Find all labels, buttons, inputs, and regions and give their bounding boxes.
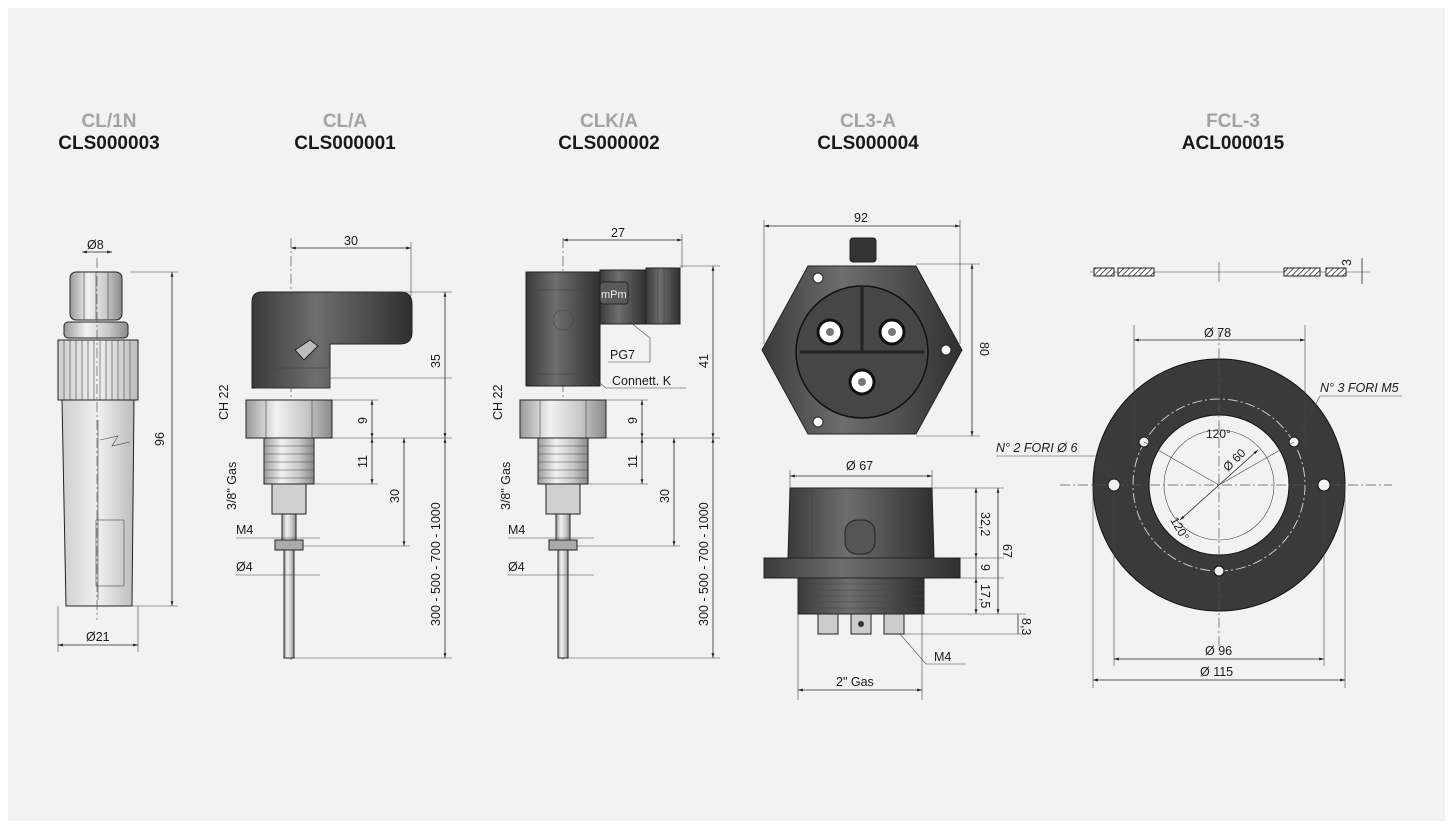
dim-label: M4 xyxy=(508,523,525,537)
dim-label: 67 xyxy=(1000,544,1014,558)
model-name: CL/1N xyxy=(81,111,137,132)
model-name: FCL-3 xyxy=(1206,111,1260,132)
dim-label: 11 xyxy=(626,455,640,468)
dim-label: 9 xyxy=(978,564,992,571)
dim-label: 17,5 xyxy=(978,584,992,608)
product-code: CLS000003 xyxy=(58,133,160,154)
dim-label: M4 xyxy=(236,523,253,537)
dim-label: 27 xyxy=(611,226,625,240)
dim-label: 3 xyxy=(1340,259,1354,266)
connector-label: PG7 xyxy=(610,348,635,362)
drawing-fcl3: 3 Ø 78 N° 3 FORI M5 N° 2 FORI Ø 6 120° Ø… xyxy=(996,258,1402,688)
dim-label: Ø 96 xyxy=(1205,644,1232,658)
dim-label: 30 xyxy=(344,234,358,248)
dim-label: Ø21 xyxy=(86,630,110,644)
drawing-cl3a-top: 92 80 xyxy=(761,211,991,437)
drawing-cl1n: Ø8 96 Ø21 xyxy=(57,238,178,652)
dim-label: 8,3 xyxy=(1019,618,1033,635)
product-code: ACL000015 xyxy=(1181,133,1285,154)
hex-label: CH 22 xyxy=(491,385,505,420)
dim-label: 92 xyxy=(854,211,868,225)
model-name: CL/A xyxy=(322,111,368,132)
product-header-cla: CL/A CLS000001 xyxy=(245,111,445,155)
dim-label: 300 - 500 - 700 - 1000 xyxy=(697,502,711,626)
dim-label: 9 xyxy=(626,417,640,424)
model-name: CL3-A xyxy=(840,111,896,132)
dim-label: 32,2 xyxy=(978,512,992,536)
angle-label: 120° xyxy=(1206,427,1231,441)
dim-label: 11 xyxy=(356,455,370,468)
dim-label: Ø 67 xyxy=(846,459,873,473)
dim-label: Ø8 xyxy=(87,238,104,252)
product-header-fcl3: FCL-3 ACL000015 xyxy=(1133,111,1333,155)
dim-label: 30 xyxy=(388,489,402,503)
product-header-cl3a: CL3-A CLS000004 xyxy=(768,111,968,155)
product-header-cl1n: CL/1N CLS000003 xyxy=(9,111,209,155)
model-name: CLK/A xyxy=(579,111,639,132)
dim-label: 96 xyxy=(153,432,167,446)
drawing-clka: mPm 27 41 PG7 Connett. K CH 22 9 11 3/8"… xyxy=(491,226,720,660)
dim-label: 80 xyxy=(977,342,991,356)
connector-logo: mPm xyxy=(601,289,627,301)
dim-label: Ø 115 xyxy=(1200,665,1233,679)
connector-label: Connett. K xyxy=(612,374,672,388)
holes-label: N° 3 FORI M5 xyxy=(1320,381,1399,395)
product-header-clka: CLK/A CLS000002 xyxy=(509,111,709,155)
dim-label: Ø4 xyxy=(236,560,253,574)
thread-label: 2" Gas xyxy=(836,675,874,689)
drawing-cla: 30 35 CH 22 9 11 3/8" Gas 30 300 - 500 -… xyxy=(217,234,452,660)
dim-label: 9 xyxy=(356,417,370,424)
thread-label: 3/8" Gas xyxy=(499,462,513,510)
dim-label: 30 xyxy=(658,489,672,503)
dim-label: Ø 78 xyxy=(1204,326,1231,340)
hex-label: CH 22 xyxy=(217,385,231,420)
holes-label: N° 2 FORI Ø 6 xyxy=(996,441,1077,455)
dim-label: 300 - 500 - 700 - 1000 xyxy=(429,502,443,626)
dim-label: 35 xyxy=(429,354,443,368)
product-code: CLS000001 xyxy=(294,133,396,154)
product-code: CLS000002 xyxy=(558,133,660,154)
drawing-cl3a-side: Ø 67 32,2 9 17,5 67 8,3 M4 2" Gas xyxy=(763,459,1033,700)
dim-label: M4 xyxy=(934,650,951,664)
dim-label: 41 xyxy=(697,354,711,368)
product-code: CLS000004 xyxy=(817,133,919,154)
thread-label: 3/8" Gas xyxy=(225,462,239,510)
dim-label: Ø4 xyxy=(508,560,525,574)
